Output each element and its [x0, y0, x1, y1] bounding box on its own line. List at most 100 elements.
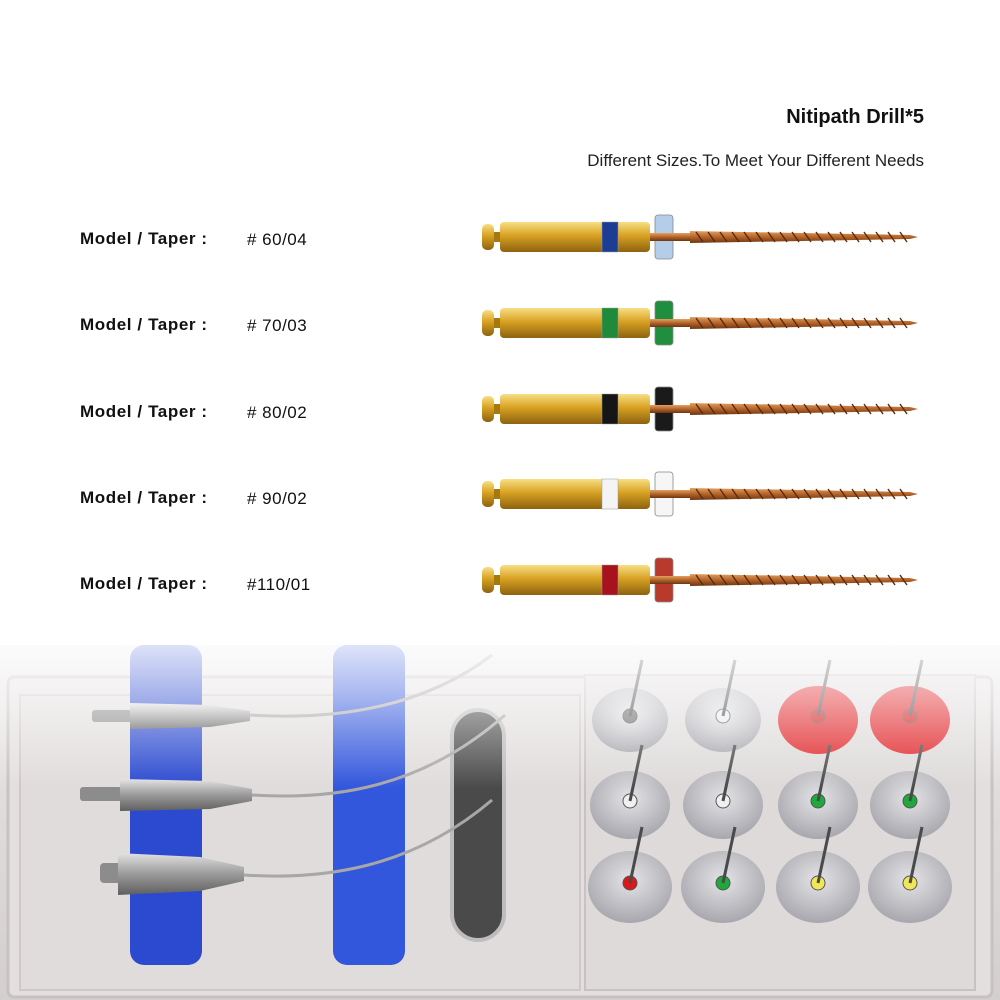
drill-flute-line: [875, 403, 884, 415]
drill-flute-line: [803, 488, 812, 500]
drill-spiral-blade: [690, 231, 918, 243]
model-taper-label: Model / Taper :: [80, 402, 208, 421]
drill-flute-line: [755, 403, 764, 415]
drill-neck: [650, 319, 690, 327]
model-taper-label: Model / Taper :: [80, 574, 208, 593]
drill-flute-line: [887, 403, 896, 415]
drill-flute-line: [863, 403, 872, 415]
drill-flute-line: [827, 317, 836, 329]
drill-flute-line: [731, 488, 740, 500]
drill-flute-line: [875, 231, 884, 243]
drill-color-band: [601, 564, 619, 596]
drill-flute-line: [791, 231, 800, 243]
drill-flute-line: [839, 574, 848, 586]
drill-color-band: [601, 478, 619, 510]
drill-flute-line: [815, 403, 824, 415]
drill-flute-line: [719, 317, 728, 329]
drill-color-band: [601, 221, 619, 253]
drill-gold-shank: [500, 394, 650, 424]
model-taper-value: # 70/03: [247, 316, 308, 335]
drill-latch-notch: [494, 404, 500, 414]
drill-flute-line: [731, 574, 740, 586]
drill-latch-notch: [494, 318, 500, 328]
drill-illustrations: [482, 214, 918, 603]
drill-latch-notch: [494, 575, 500, 585]
drill-flute-line: [779, 231, 788, 243]
drill-flute-line: [863, 574, 872, 586]
nitipath-drill: [482, 557, 918, 603]
product-subtitle: Different Sizes.To Meet Your Different N…: [587, 151, 924, 170]
drill-flute-line: [779, 488, 788, 500]
drill-spiral-blade: [690, 317, 918, 329]
nitipath-drill: [482, 386, 918, 432]
drill-flute-line: [863, 317, 872, 329]
drill-latch-head: [482, 481, 494, 507]
drill-flute-line: [695, 231, 704, 243]
drill-flute-line: [779, 317, 788, 329]
top-fade: [0, 615, 1000, 1000]
drill-flute-line: [815, 317, 824, 329]
drill-color-band: [601, 307, 619, 339]
drill-flute-line: [791, 488, 800, 500]
drill-spiral-blade: [690, 403, 918, 415]
drill-flute-line: [863, 231, 872, 243]
drill-flute-line: [707, 574, 716, 586]
nitipath-drill: [482, 471, 918, 517]
drill-flute-line: [695, 403, 704, 415]
model-taper-value: # 90/02: [247, 489, 308, 508]
drill-flute-line: [719, 574, 728, 586]
drill-flute-line: [803, 317, 812, 329]
drill-flute-line: [839, 231, 848, 243]
drill-flute-line: [899, 574, 908, 586]
drill-flute-line: [899, 488, 908, 500]
model-taper-value: # 60/04: [247, 230, 308, 249]
drill-flute-line: [899, 317, 908, 329]
drill-neck: [650, 490, 690, 498]
drill-neck: [650, 576, 690, 584]
drill-flute-line: [743, 488, 752, 500]
drill-flute-line: [743, 403, 752, 415]
drill-flute-line: [791, 317, 800, 329]
drill-flute-line: [731, 231, 740, 243]
model-taper-value: #110/01: [247, 575, 311, 594]
drill-flute-line: [827, 231, 836, 243]
drill-flute-line: [875, 488, 884, 500]
drill-flute-line: [815, 488, 824, 500]
drill-flute-line: [755, 231, 764, 243]
drill-flute-line: [695, 574, 704, 586]
drill-flute-line: [803, 574, 812, 586]
drill-flute-line: [743, 317, 752, 329]
drill-flute-line: [851, 403, 860, 415]
drill-flute-line: [719, 231, 728, 243]
drill-flute-line: [863, 488, 872, 500]
drill-flute-line: [839, 488, 848, 500]
drill-flute-line: [779, 574, 788, 586]
drill-flute-line: [815, 574, 824, 586]
drill-flute-line: [707, 488, 716, 500]
drill-flute-line: [827, 574, 836, 586]
drill-flute-line: [791, 403, 800, 415]
drill-flute-line: [851, 231, 860, 243]
drill-flute-line: [827, 403, 836, 415]
drill-flute-line: [827, 488, 836, 500]
drill-flute-line: [803, 403, 812, 415]
drill-latch-head: [482, 396, 494, 422]
drill-flute-line: [815, 231, 824, 243]
drill-flute-line: [875, 317, 884, 329]
drill-flute-line: [899, 231, 908, 243]
drill-flute-line: [839, 317, 848, 329]
drill-flute-line: [731, 403, 740, 415]
drill-gold-shank: [500, 479, 650, 509]
drill-flute-line: [755, 574, 764, 586]
drill-flute-line: [707, 317, 716, 329]
drill-flute-line: [743, 231, 752, 243]
drill-flute-line: [695, 317, 704, 329]
endodontic-kit-tray-photo: [0, 615, 1000, 1000]
drill-flute-line: [755, 488, 764, 500]
drill-latch-notch: [494, 232, 500, 242]
drill-flute-line: [887, 231, 896, 243]
drill-flute-line: [839, 403, 848, 415]
drill-flute-line: [707, 403, 716, 415]
drill-flute-line: [887, 574, 896, 586]
